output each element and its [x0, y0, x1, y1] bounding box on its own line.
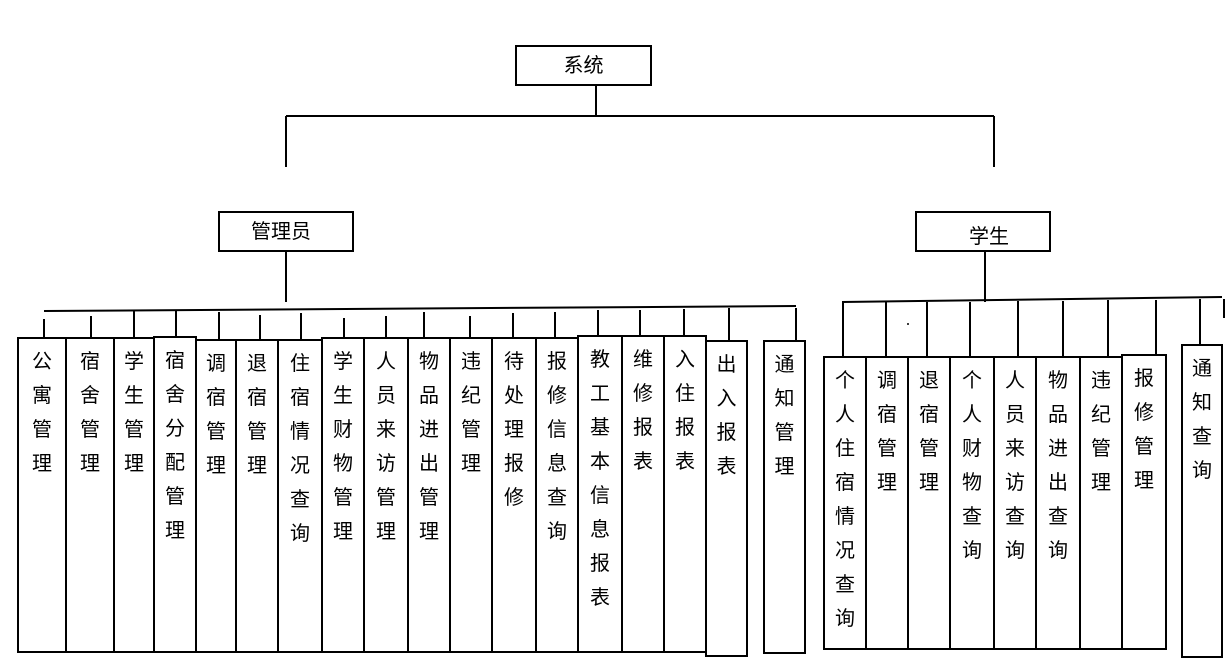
admin-item-label: 出入报表	[717, 352, 737, 478]
student-item-box	[1181, 344, 1223, 658]
admin-item-label: 调宿管理	[206, 351, 226, 477]
admin-item-label: 通知管理	[775, 352, 795, 478]
admin-item-label: 报修信息查询	[547, 349, 567, 543]
admin-item-box	[65, 337, 115, 653]
admin-item-box	[705, 340, 748, 657]
student-item-label: 个人财物查询	[962, 368, 982, 562]
admin-item-label: 违纪管理	[461, 349, 481, 475]
admin-item-label: 退宿管理	[247, 351, 267, 477]
admin-item-box	[577, 335, 623, 653]
student-item-box	[1121, 354, 1167, 650]
admin-item-label: 住宿情况查询	[290, 351, 310, 545]
admin-item-box	[277, 339, 323, 653]
admin-node: 管理员	[218, 211, 354, 252]
student-item-label: 退宿管理	[919, 368, 939, 494]
admin-label: 管理员	[251, 219, 311, 243]
student-item-label: 报修管理	[1134, 366, 1154, 492]
admin-bar	[43, 305, 797, 312]
root-label: 系统	[564, 53, 604, 77]
admin-item-label: 人员来访管理	[376, 349, 396, 543]
student-node: 学生	[915, 211, 1051, 252]
student-item-box	[865, 356, 909, 650]
student-box	[915, 211, 1051, 252]
admin-item-label: 教工基本信息报表	[590, 347, 610, 609]
student-item-box	[949, 356, 995, 650]
admin-item-box	[321, 337, 365, 653]
admin-item-box	[153, 336, 197, 653]
admin-item-box	[763, 340, 806, 654]
student-item-label: 通知查询	[1192, 356, 1212, 482]
student-item-box	[993, 356, 1037, 650]
admin-item-label: 学生管理	[124, 349, 144, 475]
admin-item-label: 宿舍分配管理	[165, 348, 185, 542]
student-item-box	[1079, 356, 1123, 650]
admin-item-label: 公寓管理	[32, 349, 52, 475]
stray-dot	[907, 323, 909, 325]
student-item-label: 违纪管理	[1091, 368, 1111, 494]
root-box	[515, 45, 652, 86]
admin-item-box	[663, 335, 707, 653]
student-label: 学生	[969, 224, 1009, 248]
admin-items: 公寓管理 宿舍管理 学生管理 宿舍分配管理 调宿管理 退宿管理 住宿情况查询 学生财物管理 人员…	[17, 308, 806, 657]
student-item-label: 物品进出查询	[1048, 368, 1068, 562]
admin-item-label: 宿舍管理	[80, 349, 100, 475]
connector-lines	[43, 85, 1225, 325]
student-items: 个人住宿情况查询 调宿管理 退宿管理 个人财物查询 人员来访查询 物品进出查询 违纪管理 报修…	[823, 299, 1223, 658]
student-item-box	[1035, 356, 1081, 650]
admin-item-box	[407, 337, 451, 653]
admin-item-box	[449, 337, 493, 653]
admin-item-box	[535, 337, 579, 653]
admin-item-label: 学生财物管理	[333, 349, 353, 543]
student-item-label: 人员来访查询	[1005, 368, 1025, 562]
student-item-label: 调宿管理	[877, 368, 897, 494]
admin-item-box	[17, 337, 67, 653]
admin-item-label: 物品进出管理	[419, 349, 439, 543]
student-bar	[841, 296, 1223, 303]
root-node: 系统	[515, 45, 652, 86]
admin-item-box	[621, 335, 665, 653]
student-item-label: 个人住宿情况查询	[835, 368, 855, 630]
admin-item-label: 入住报表	[675, 347, 695, 473]
admin-box	[218, 211, 354, 252]
admin-item-label: 维修报表	[633, 347, 653, 473]
student-item-box	[907, 356, 951, 650]
admin-item-label: 待处理报修	[504, 349, 524, 509]
